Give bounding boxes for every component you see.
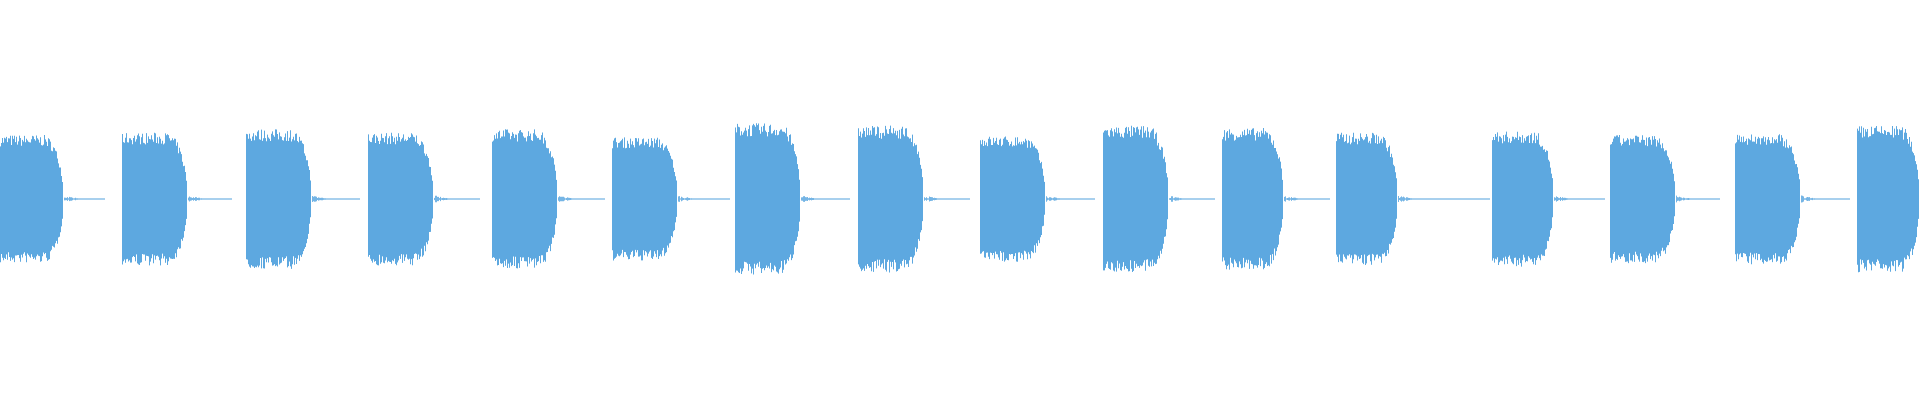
waveform-gap-line [1554,196,1605,202]
waveform-burst [858,125,923,273]
waveform-burst [0,135,63,263]
waveform-gap-line [1046,196,1095,202]
waveform-gap-line [434,195,480,203]
waveform-burst [1103,125,1168,272]
waveform-gap-line [801,196,850,202]
waveform-gap-line [558,196,605,202]
waveform-burst [122,132,187,266]
waveform-gap-line [1284,196,1330,202]
waveform-burst [980,136,1045,262]
waveform-burst [1857,126,1919,273]
waveform-burst [368,132,433,266]
waveform-burst [612,137,677,261]
waveform-burst [1222,128,1283,270]
waveform-gap-line [312,196,360,202]
waveform-gap-line [1398,196,1490,202]
waveform-burst [735,123,800,275]
waveform-burst [246,129,311,269]
waveform-burst [1610,135,1675,264]
waveform-burst [1492,131,1553,267]
waveform-burst [492,129,557,269]
waveform-gap-line [1676,195,1720,203]
waveform-bursts [0,123,1919,275]
waveform-gap-line [64,196,105,202]
waveform-gap-line [1801,195,1850,203]
waveform-gap-line [678,196,730,202]
waveform-gap-line [188,196,232,202]
waveform-burst [1336,132,1397,265]
waveform-gap-line [1169,196,1215,202]
waveform-burst [1735,134,1800,265]
waveform-gap-line [924,196,970,202]
